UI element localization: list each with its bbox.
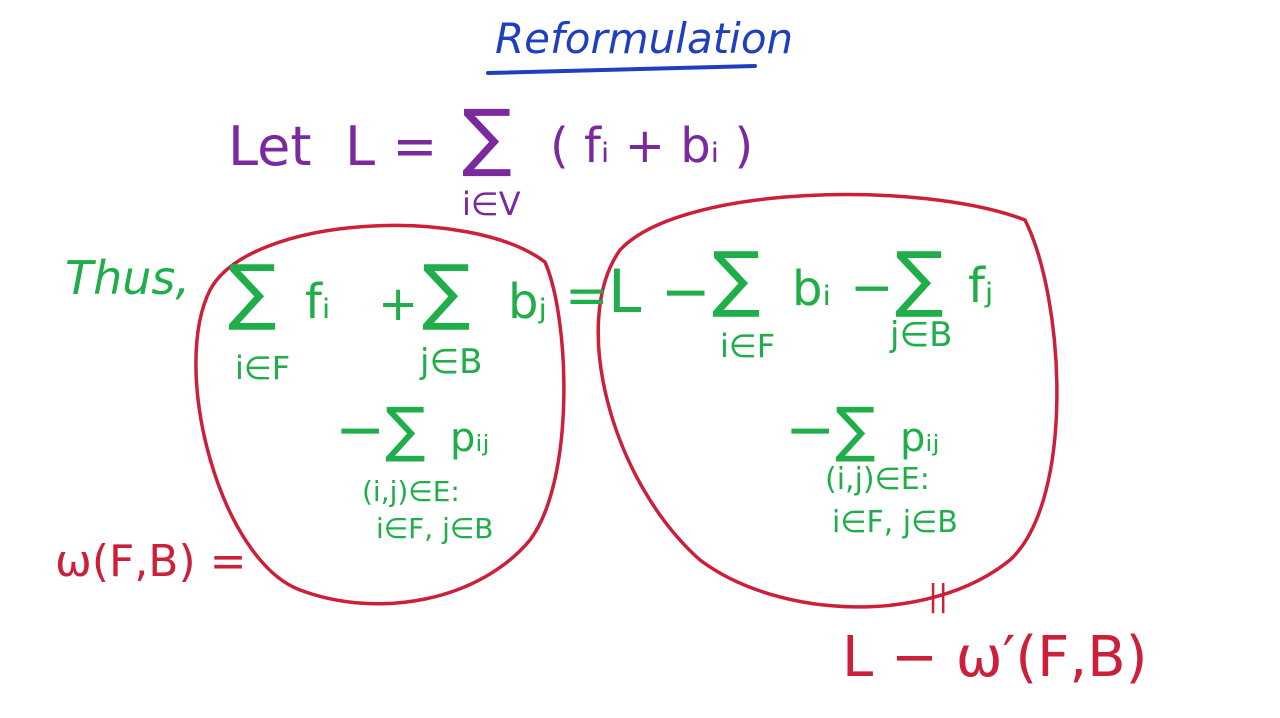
left-plus: + [378,276,419,332]
right-minus-sigma: −∑ [785,395,876,465]
right-minus: − [850,258,894,318]
left-sigma-2: ∑ [422,249,471,333]
right-lead: L − [608,257,711,327]
left-minus-sigma: −∑ [335,395,426,465]
left-sub-2: j∈B [420,342,483,382]
definition-lhs: L = [345,115,438,178]
right-sub-2: j∈B [890,315,953,355]
left-term-2: bⱼ [508,274,547,330]
left-p-term: pᵢⱼ [450,415,490,461]
right-sigma-2: ∑ [895,236,944,320]
right-term-2: fⱼ [968,258,994,314]
right-term-1: bᵢ [792,261,832,317]
left-ellipse [194,223,566,606]
definition-subscript: i∈V [462,185,521,223]
left-sigma-1: ∑ [228,249,277,333]
right-p-sub-1: (i,j)∈E: [825,462,930,497]
definition-sigma: ∑ [462,94,512,180]
let-label: Let [228,115,312,178]
equals-sign: = [565,266,609,326]
title: Reformulation [495,14,794,63]
left-p-sub-1: (i,j)∈E: [362,475,460,508]
right-p-term: pᵢⱼ [900,415,940,461]
left-term-1: fᵢ [305,274,331,330]
right-p-sub-2: i∈F, j∈B [832,505,958,540]
right-sub-1: i∈F [720,327,776,365]
title-underline [486,64,757,75]
definition-body: ( fᵢ + bᵢ ) [550,118,754,174]
right-equals-mark: || [928,579,949,614]
left-p-sub-2: i∈F, j∈B [376,512,494,545]
left-annotation: ω(F,B) = [55,536,247,587]
right-sigma-1: ∑ [712,236,761,320]
left-sub-1: i∈F [235,349,291,387]
right-annotation: L − ω′(F,B) [842,625,1148,690]
right-ellipse [596,192,1059,609]
thus-label: Thus, [65,251,190,305]
